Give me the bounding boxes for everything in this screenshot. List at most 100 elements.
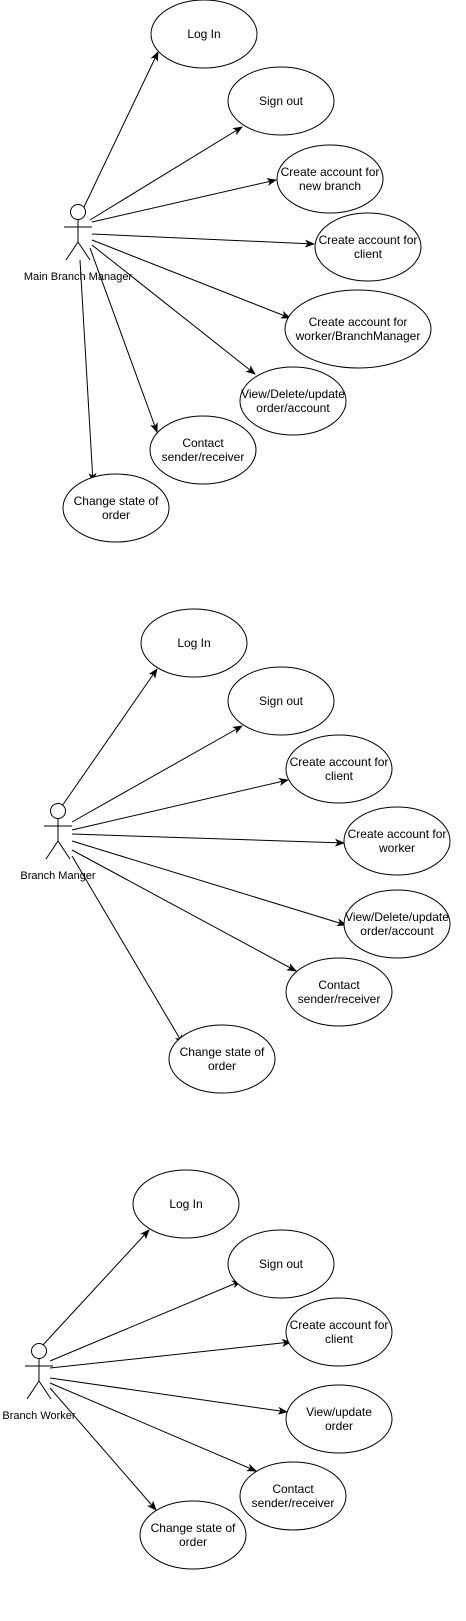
actor-head-icon — [50, 803, 66, 819]
use-case-label: Create account for — [319, 233, 418, 247]
use-case-ellipse — [285, 957, 393, 1027]
use-case-label: sender/receiver — [162, 450, 245, 464]
actor-leg-icon — [57, 840, 71, 860]
use-case-label: View/Delete/update — [345, 910, 449, 924]
association-arrow — [91, 244, 256, 375]
use-case-ellipse — [284, 289, 432, 369]
association-arrow — [79, 259, 97, 483]
associations-layer — [41, 51, 347, 1511]
use-case-label: client — [325, 1332, 354, 1346]
use-case-label: order/account — [360, 924, 434, 938]
use-case-label: order — [208, 1059, 236, 1073]
association-arrow — [89, 247, 158, 433]
use-case-ellipse — [227, 666, 335, 736]
association-arrow — [91, 239, 291, 319]
actor-label: Branch Worker — [2, 1410, 75, 1422]
use-case-label: Create account for — [348, 827, 447, 841]
actor-leg-icon — [38, 1380, 52, 1400]
use-case-label: Sign out — [259, 694, 304, 708]
use-case-ellipse — [343, 889, 451, 959]
use-case-ellipse — [139, 1500, 247, 1570]
use-case-ellipse — [132, 1169, 240, 1239]
actor[interactable]: Branch Worker — [2, 1343, 76, 1423]
association-arrow — [71, 778, 289, 831]
association-arrow — [49, 1387, 157, 1511]
use-case-ellipse — [276, 144, 384, 214]
use-case-ellipse — [149, 415, 257, 485]
actor-head-icon — [31, 1343, 47, 1359]
use-case-label: sender/receiver — [252, 1496, 335, 1510]
association-arrow — [41, 1229, 150, 1347]
association-arrow — [49, 1377, 288, 1415]
use-case-ellipse — [239, 1461, 347, 1531]
use-case-label: order — [325, 1419, 353, 1433]
use-case-label: Change state of — [74, 494, 159, 508]
actor-leg-icon — [77, 241, 91, 261]
use-case-label: Log In — [187, 27, 220, 41]
association-arrow — [71, 840, 347, 927]
use-case[interactable]: Log In — [140, 608, 248, 678]
association-arrow — [91, 233, 315, 248]
use-case-label: worker — [378, 841, 415, 855]
use-case-label: order — [102, 508, 130, 522]
use-case-label: Create account for — [281, 165, 380, 179]
use-case-ellipse — [140, 608, 248, 678]
use-case[interactable]: Sign out — [227, 1229, 335, 1299]
actor-head-icon — [70, 204, 86, 220]
association-arrow — [71, 855, 184, 1045]
association-arrow — [89, 126, 243, 221]
use-case-ellipse — [168, 1024, 276, 1094]
use-case[interactable]: Sign out — [227, 66, 335, 136]
association-arrow — [91, 178, 277, 223]
association-arrow — [61, 668, 158, 807]
actor[interactable]: Main Branch Manager — [24, 204, 133, 284]
association-arrow — [71, 833, 345, 847]
actor[interactable]: Branch Manger — [20, 803, 96, 883]
actor-leg-icon — [26, 1380, 40, 1400]
use-case-label: new branch — [299, 179, 361, 193]
use-case-label: Change state of — [180, 1045, 265, 1059]
use-case-label: Sign out — [259, 94, 304, 108]
use-case-label: client — [354, 247, 383, 261]
use-case-label: Contact — [318, 978, 360, 992]
use-case-label: Create account for — [290, 1318, 389, 1332]
use-case[interactable]: Sign out — [227, 666, 335, 736]
use-case-label: Change state of — [151, 1521, 236, 1535]
use-case-label: Contact — [182, 436, 224, 450]
use-case-ellipse — [227, 1229, 335, 1299]
association-arrow — [49, 1338, 292, 1369]
use-case-ellipse — [285, 734, 393, 804]
use-case[interactable]: Log In — [150, 0, 258, 69]
use-case-label: Log In — [177, 636, 210, 650]
use-case-label: Create account for — [290, 755, 389, 769]
use-case-ellipse — [62, 473, 170, 543]
use-case-ellipse — [239, 366, 347, 436]
use-case-label: Log In — [169, 1197, 202, 1211]
use-case[interactable]: Log In — [132, 1169, 240, 1239]
association-arrow — [83, 51, 159, 208]
use-case-diagram: Main Branch Manager Log In Sign outCreate … — [24, 0, 432, 543]
association-arrow — [49, 1280, 242, 1362]
association-arrow — [71, 725, 243, 823]
use-case-label: sender/receiver — [298, 992, 381, 1006]
use-case-ellipse — [285, 1384, 393, 1454]
use-case-label: client — [325, 769, 354, 783]
